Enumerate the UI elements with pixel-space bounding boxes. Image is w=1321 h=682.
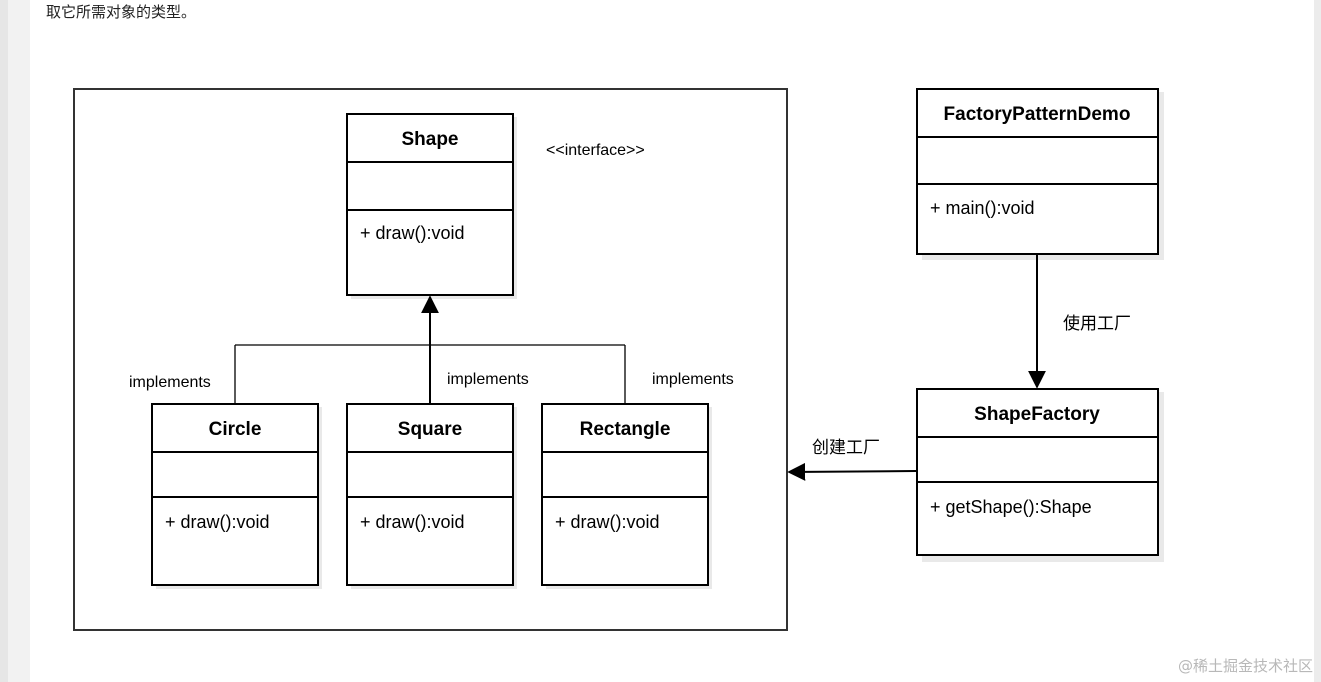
creates-factory-label: 创建工厂 (812, 438, 880, 458)
class-shape-factory[interactable]: ShapeFactory + getShape():Shape (916, 388, 1164, 562)
class-factory-pattern-demo-method: + main():void (930, 198, 1035, 218)
class-shape-method: + draw():void (360, 223, 465, 243)
class-rectangle[interactable]: Rectangle + draw():void (541, 403, 712, 589)
watermark: @稀土掘金技术社区 (1177, 657, 1313, 675)
right-scroll-strip (1314, 0, 1321, 682)
circle-implements-label: implements (129, 374, 211, 391)
class-square-name: Square (398, 419, 462, 440)
intro-text: 取它所需对象的类型。 (46, 3, 197, 21)
class-circle-name: Circle (209, 419, 262, 440)
class-shape-factory-method: + getShape():Shape (930, 497, 1092, 517)
square-implements-label: implements (447, 371, 529, 388)
class-square-method: + draw():void (360, 512, 465, 532)
package-frame (73, 88, 788, 631)
class-rectangle-name: Rectangle (580, 419, 671, 440)
rectangle-implements-label: implements (652, 371, 734, 388)
class-factory-pattern-demo[interactable]: FactoryPatternDemo + main():void (916, 88, 1164, 260)
creates-factory-arrow (787, 462, 917, 481)
class-square[interactable]: Square + draw():void (346, 403, 517, 589)
class-shape-name: Shape (401, 129, 458, 150)
implements-connectors (234, 295, 626, 404)
class-circle-method: + draw():void (165, 512, 270, 532)
class-shape[interactable]: Shape + draw():void (346, 113, 517, 299)
uses-factory-label: 使用工厂 (1063, 313, 1131, 334)
left-scroll-strip (0, 0, 8, 682)
class-factory-pattern-demo-name: FactoryPatternDemo (944, 104, 1131, 125)
class-circle[interactable]: Circle + draw():void (151, 403, 322, 589)
class-rectangle-method: + draw():void (555, 512, 660, 532)
interface-stereotype: <<interface>> (546, 142, 645, 159)
class-shape-factory-name: ShapeFactory (974, 404, 1100, 425)
